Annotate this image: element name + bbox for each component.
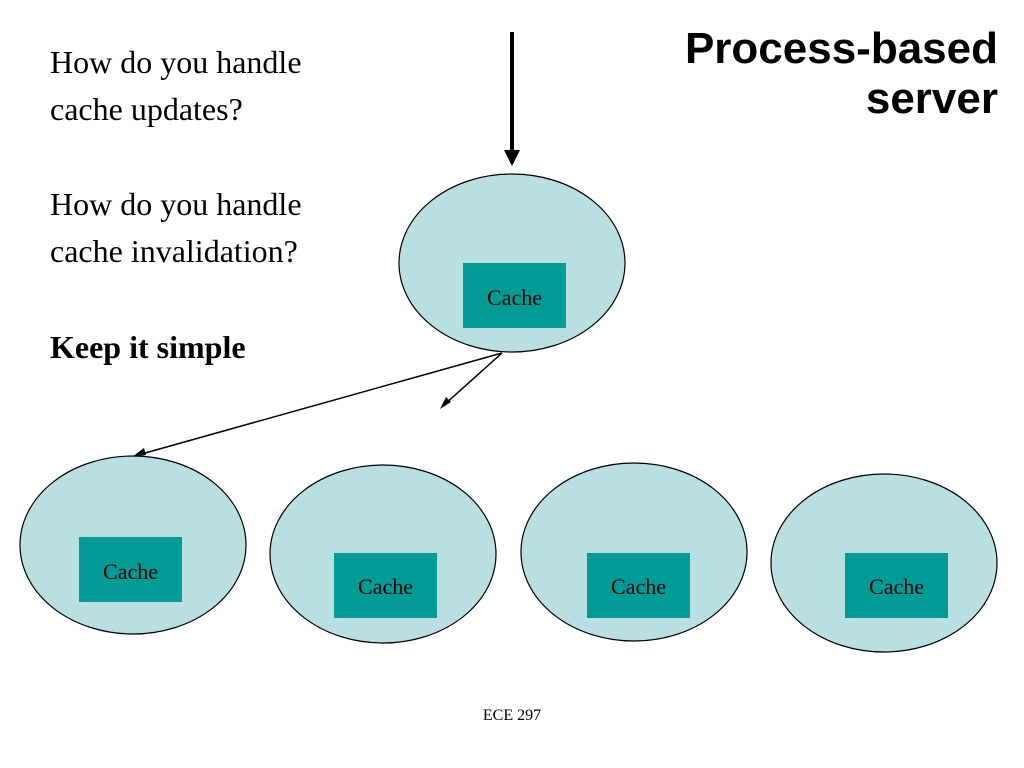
keep-it-simple-text: Keep it simple — [50, 329, 246, 365]
question-2-line-1: How do you handle — [50, 186, 302, 222]
question-2-line-2: cache invalidation? — [50, 233, 298, 269]
child-cache-box — [334, 553, 437, 618]
slide-title: Process-based server — [498, 24, 998, 124]
parent-process-node: Cache — [398, 173, 626, 353]
child-cache-label: Cache — [103, 559, 158, 584]
footer-course-code: ECE 297 — [482, 707, 542, 724]
child-process-node: Cache — [19, 455, 247, 635]
question-1-line-1: How do you handle — [50, 44, 302, 80]
incoming-arrow-head — [504, 150, 520, 166]
question-cache-updates: How do you handle cache updates? — [50, 39, 302, 133]
fork-arrow-to-child-1 — [137, 352, 503, 456]
child-cache-label: Cache — [611, 574, 666, 599]
child-cache-label: Cache — [358, 574, 413, 599]
child-cache-box — [79, 537, 182, 602]
fork-arrow-to-child-2 — [443, 352, 503, 406]
child-process-node: Cache — [520, 462, 748, 642]
child-process-node: Cache — [770, 473, 998, 653]
fork-arrow-1-head — [132, 448, 146, 457]
question-1-line-2: cache updates? — [50, 91, 243, 127]
child-cache-box — [845, 553, 948, 618]
parent-cache-box — [463, 263, 566, 328]
title-line-2: server — [865, 74, 998, 123]
child-process-ellipse — [520, 462, 748, 642]
question-cache-invalidation: How do you handle cache invalidation? — [50, 181, 302, 275]
child-cache-label: Cache — [869, 574, 924, 599]
child-process-node: Cache — [269, 464, 497, 644]
fork-arrow-2-head — [440, 397, 451, 409]
child-cache-box — [587, 553, 690, 618]
title-line-1: Process-based — [684, 24, 998, 73]
parent-cache-label: Cache — [487, 285, 542, 310]
